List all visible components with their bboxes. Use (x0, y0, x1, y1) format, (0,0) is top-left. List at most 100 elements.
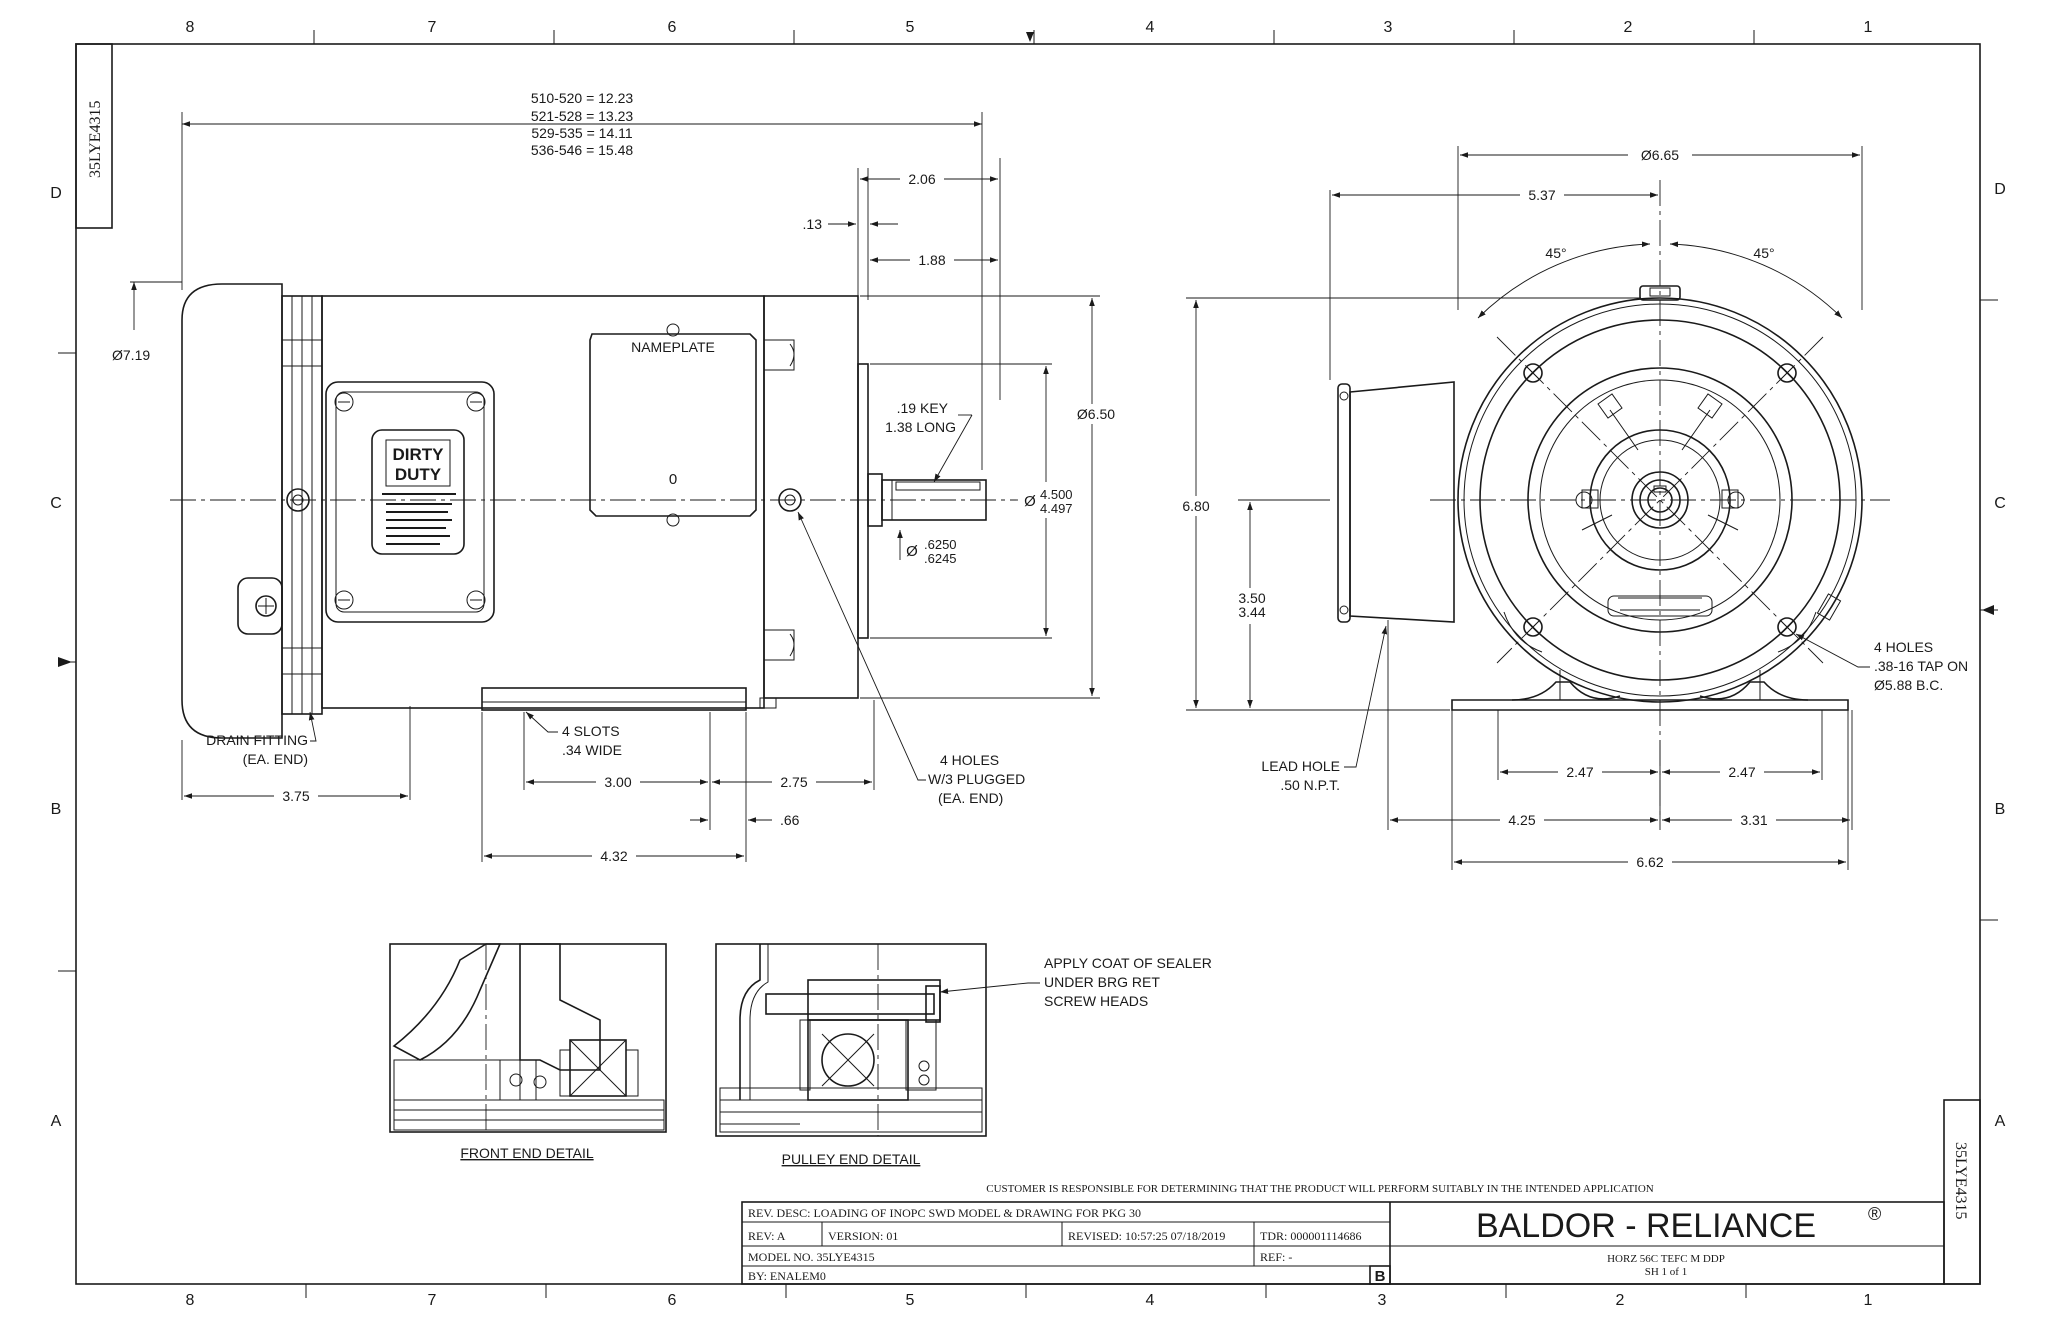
shaft-diam-symbol: Ø (906, 543, 918, 560)
end-view-height-dimensions: 6.80 3.50 3.44 (1172, 297, 1640, 711)
drain-fitting-callout: DRAIN FITTING (EA. END) (206, 711, 317, 767)
drawing-id-text: 35LYE4315 (87, 101, 104, 179)
bracket-diameter-dimension: Ø6.50 (860, 295, 1120, 699)
col-label-bottom: 2 (1616, 1292, 1625, 1309)
title-block: CUSTOMER IS RESPONSIBLE FOR DETERMINING … (741, 1183, 1945, 1285)
dim-3-00: 3.00 (604, 774, 631, 790)
end-view-top-dimensions: Ø6.65 5.37 45° 45° (1329, 145, 1863, 380)
col-label-top: 2 (1624, 19, 1633, 36)
nameplate-label: NAMEPLATE (631, 339, 715, 355)
overall-length-text: 529-535 = 14.11 (531, 125, 633, 141)
dim-2-47-left: 2.47 (1566, 764, 1593, 780)
plugged-holes-callout: 4 HOLES W/3 PLUGGED (EA. END) (797, 511, 1025, 806)
pilot-diameter-dimension: Ø 4.500 4.497 (870, 363, 1084, 639)
logo-text: DUTY (395, 465, 442, 484)
ref: REF: - (1260, 1250, 1292, 1264)
tap-text: 4 HOLES (1874, 639, 1933, 655)
end-view-bottom-dimensions: 2.47 2.47 4.25 3.31 6.62 (1387, 620, 1853, 870)
front-end-detail-label: FRONT END DETAIL (460, 1145, 593, 1161)
col-label-top: 5 (906, 19, 915, 36)
angle-left: 45° (1545, 245, 1566, 261)
slots-text: .34 WIDE (562, 742, 622, 758)
col-label-top: 3 (1384, 19, 1393, 36)
dim-5-37: 5.37 (1528, 187, 1555, 203)
company-name: BALDOR - RELIANCE (1476, 1207, 1816, 1245)
dim-4-25: 4.25 (1508, 812, 1535, 828)
dirty-duty-logo-plate: DIRTY DUTY (371, 429, 465, 555)
row-label-right: B (1995, 801, 2006, 818)
holes-text: 4 HOLES (940, 752, 999, 768)
disclaimer-text: CUSTOMER IS RESPONSIBLE FOR DETERMINING … (986, 1183, 1653, 1195)
tap-holes-callout: 4 HOLES .38-16 TAP ON Ø5.88 B.C. (1795, 633, 1968, 693)
shaft-diameter-dimension: Ø .6250 .6245 (897, 530, 957, 566)
drawing-id-top-left: 35LYE4315 (75, 43, 113, 229)
nameplate: NAMEPLATE 0 (589, 323, 757, 527)
row-label-left: D (50, 185, 62, 202)
tdr: TDR: 000001114686 (1260, 1229, 1361, 1243)
sealer-text: SCREW HEADS (1044, 993, 1148, 1009)
rev: REV: A (748, 1229, 786, 1243)
model-no: MODEL NO. 35LYE4315 (748, 1250, 875, 1264)
row-label-left: A (51, 1113, 62, 1130)
fan-cover-diameter-dimension: Ø7.19 (112, 281, 182, 363)
row-label-right: D (1994, 181, 2006, 198)
drawn-by: BY: ENALEM0 (748, 1269, 826, 1283)
col-label-top: 1 (1864, 19, 1873, 36)
holes-text: W/3 PLUGGED (928, 771, 1025, 787)
shaft-diam-upper: .6250 (924, 537, 957, 552)
overall-length-text: 521-528 = 13.23 (531, 108, 634, 124)
drawing-id-text: 35LYE4315 (1952, 1142, 1969, 1220)
dim-6-80: 6.80 (1182, 498, 1209, 514)
dim-0-66: .66 (780, 812, 800, 828)
row-label-left: C (50, 495, 62, 512)
lead-hole-callout: LEAD HOLE .50 N.P.T. (1261, 625, 1388, 793)
dim-2-06: 2.06 (908, 171, 935, 187)
drain-text: DRAIN FITTING (206, 732, 308, 748)
drawing-id-bottom-right: 35LYE4315 (1943, 1099, 1981, 1285)
row-label-right: A (1995, 1113, 2006, 1130)
tap-text: Ø5.88 B.C. (1874, 677, 1943, 693)
tap-text: .38-16 TAP ON (1874, 658, 1968, 674)
col-label-bottom: 1 (1864, 1292, 1873, 1309)
pilot-diam-lower: 4.497 (1040, 501, 1073, 516)
col-label-top: 7 (428, 19, 437, 36)
col-label-top: 6 (668, 19, 677, 36)
key-text: 1.38 LONG (885, 419, 956, 435)
registered-mark: ® (1868, 1204, 1881, 1224)
dim-diam-7-19: Ø7.19 (112, 347, 150, 363)
holes-text: (EA. END) (938, 790, 1003, 806)
shaft-length-dimensions: 2.06 .13 1.88 (803, 158, 1001, 400)
row-label-right: C (1994, 495, 2006, 512)
dim-2-75: 2.75 (780, 774, 807, 790)
lead-hole-text: .50 N.P.T. (1280, 777, 1340, 793)
overall-length-text: 536-546 = 15.48 (531, 142, 634, 158)
dim-1-88: 1.88 (918, 252, 945, 268)
drawing-description: HORZ 56C TEFC M DDP (1607, 1253, 1725, 1265)
row-label-left: B (51, 801, 62, 818)
col-label-bottom: 7 (428, 1292, 437, 1309)
pilot-diam-upper: 4.500 (1040, 487, 1073, 502)
dim-3-31: 3.31 (1740, 812, 1767, 828)
version: VERSION: 01 (828, 1229, 898, 1243)
dim-3-50: 3.50 (1238, 590, 1265, 606)
nameplate-zero: 0 (669, 471, 677, 488)
slots-text: 4 SLOTS (562, 723, 620, 739)
size-letter: B (1375, 1268, 1386, 1285)
pulley-end-detail: PULLEY END DETAIL APPLY COAT OF SEALER U… (715, 943, 1212, 1167)
dim-3-44: 3.44 (1238, 604, 1265, 620)
sealer-text: UNDER BRG RET (1044, 974, 1160, 990)
border-column-labels: 8 7 6 5 4 3 2 1 8 7 6 5 4 3 2 1 D C B A … (50, 19, 2006, 1309)
dim-3-75: 3.75 (282, 788, 309, 804)
dim-diam-6-65: Ø6.65 (1641, 147, 1679, 163)
dim-0-13: .13 (803, 216, 823, 232)
side-view: 510-520 = 12.23 521-528 = 13.23 529-535 … (112, 90, 1120, 864)
pulley-end-detail-label: PULLEY END DETAIL (782, 1151, 921, 1167)
shaft-diam-lower: .6245 (924, 551, 957, 566)
sealer-text: APPLY COAT OF SEALER (1044, 955, 1212, 971)
end-view: Ø6.65 5.37 45° 45° 6.80 3.50 3.44 LEAD (1172, 145, 1968, 870)
logo-text: DIRTY (393, 445, 445, 464)
col-label-top: 8 (186, 19, 195, 36)
key-text: .19 KEY (897, 400, 949, 416)
col-label-bottom: 5 (906, 1292, 915, 1309)
